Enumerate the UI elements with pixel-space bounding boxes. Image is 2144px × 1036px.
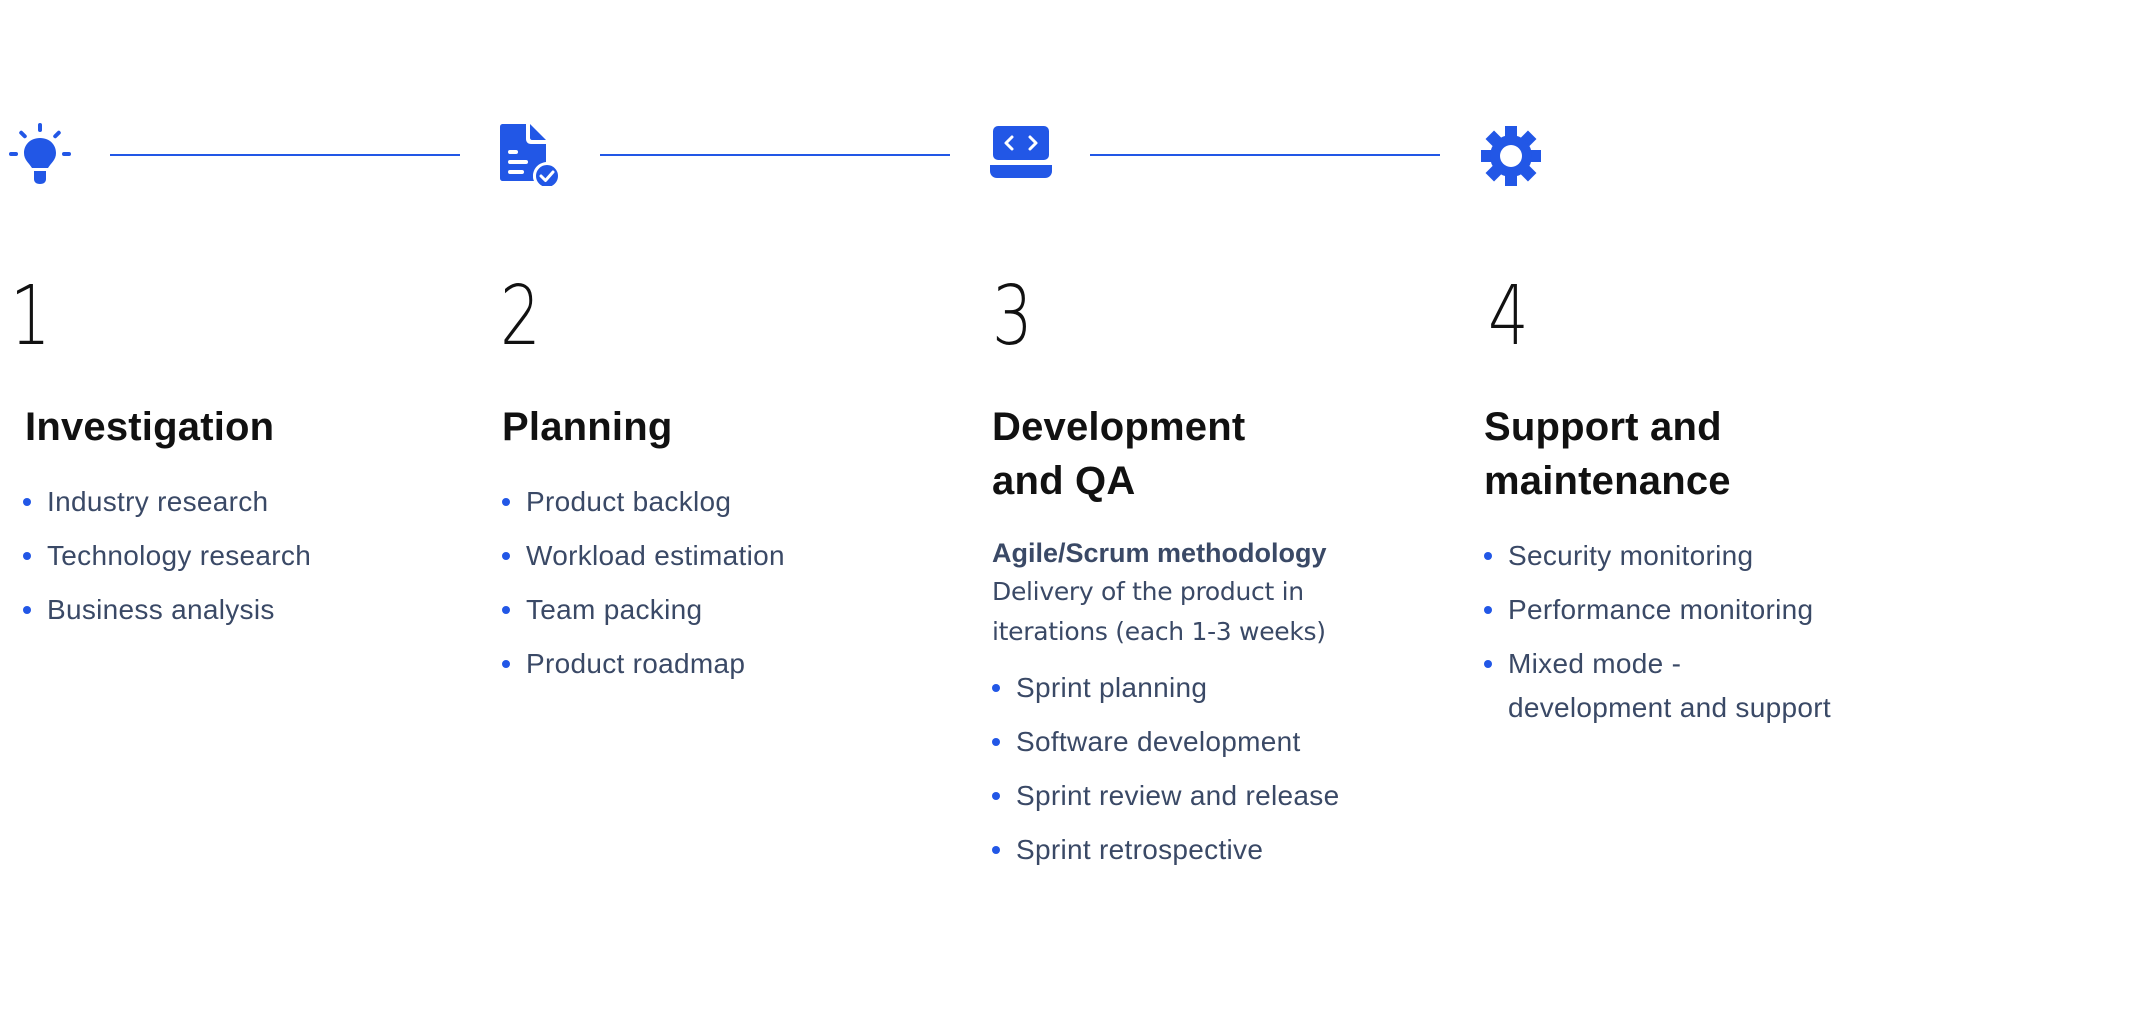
step-title: Planning: [502, 405, 673, 449]
list-item: Industry research: [23, 480, 465, 524]
list-item: Sprint review and release: [992, 774, 1432, 818]
list-item-line2: development and support: [1508, 692, 1831, 723]
methodology-description: Delivery of the product in iterations (e…: [992, 572, 1432, 652]
step-title-line1: Support and: [1484, 405, 1722, 449]
methodology-desc-line2: iterations (each 1-3 weeks): [992, 617, 1326, 646]
list-item: Product roadmap: [502, 642, 942, 686]
timeline-connector-1: [110, 154, 460, 156]
step-items: Sprint planning Software development Spr…: [992, 666, 1432, 872]
step-items: Product backlog Workload estimation Team…: [502, 480, 942, 686]
step-title: Support and maintenance: [1484, 400, 1924, 508]
step-items: Industry research Technology research Bu…: [23, 480, 465, 632]
list-item: Workload estimation: [502, 534, 942, 578]
lightbulb-icon: [8, 122, 72, 186]
step-title: Development and QA: [992, 400, 1432, 508]
list-item: Software development: [992, 720, 1432, 764]
step-title: Investigation: [25, 405, 275, 449]
methodology-title: Agile/Scrum methodology: [992, 538, 1327, 568]
list-item: Performance monitoring: [1484, 588, 1924, 632]
step-investigation: Investigation Industry research Technolo…: [23, 400, 465, 642]
list-item-line1: Mixed mode -: [1508, 648, 1682, 679]
step-title-line1: Development: [992, 405, 1246, 449]
timeline-connector-2: [600, 154, 950, 156]
list-item: Mixed mode - development and support: [1484, 642, 1924, 730]
step-planning: Planning Product backlog Workload estima…: [502, 400, 942, 696]
list-item: Security monitoring: [1484, 534, 1924, 578]
list-item: Product backlog: [502, 480, 942, 524]
step-support-maintenance: Support and maintenance Security monitor…: [1484, 400, 1924, 740]
list-item: Sprint planning: [992, 666, 1432, 710]
list-item: Team packing: [502, 588, 942, 632]
step-title-line2: and QA: [992, 459, 1136, 503]
step-development-qa: Development and QA Agile/Scrum methodolo…: [992, 400, 1432, 882]
laptop-code-icon: [990, 126, 1052, 178]
document-check-icon: [500, 124, 562, 186]
list-item: Technology research: [23, 534, 465, 578]
timeline-connector-3: [1090, 154, 1440, 156]
step-items: Security monitoring Performance monitori…: [1484, 534, 1924, 730]
gear-icon: [1481, 126, 1541, 186]
step-number-3: 3: [992, 269, 1033, 364]
step-number-4: 4: [1488, 269, 1529, 364]
step-number-1: 1: [10, 269, 51, 364]
list-item: Business analysis: [23, 588, 465, 632]
step-title-line2: maintenance: [1484, 459, 1731, 503]
methodology-block: Agile/Scrum methodology Delivery of the …: [992, 534, 1432, 652]
list-item: Sprint retrospective: [992, 828, 1432, 872]
step-number-2: 2: [500, 269, 541, 364]
methodology-desc-line1: Delivery of the product in: [992, 577, 1304, 606]
